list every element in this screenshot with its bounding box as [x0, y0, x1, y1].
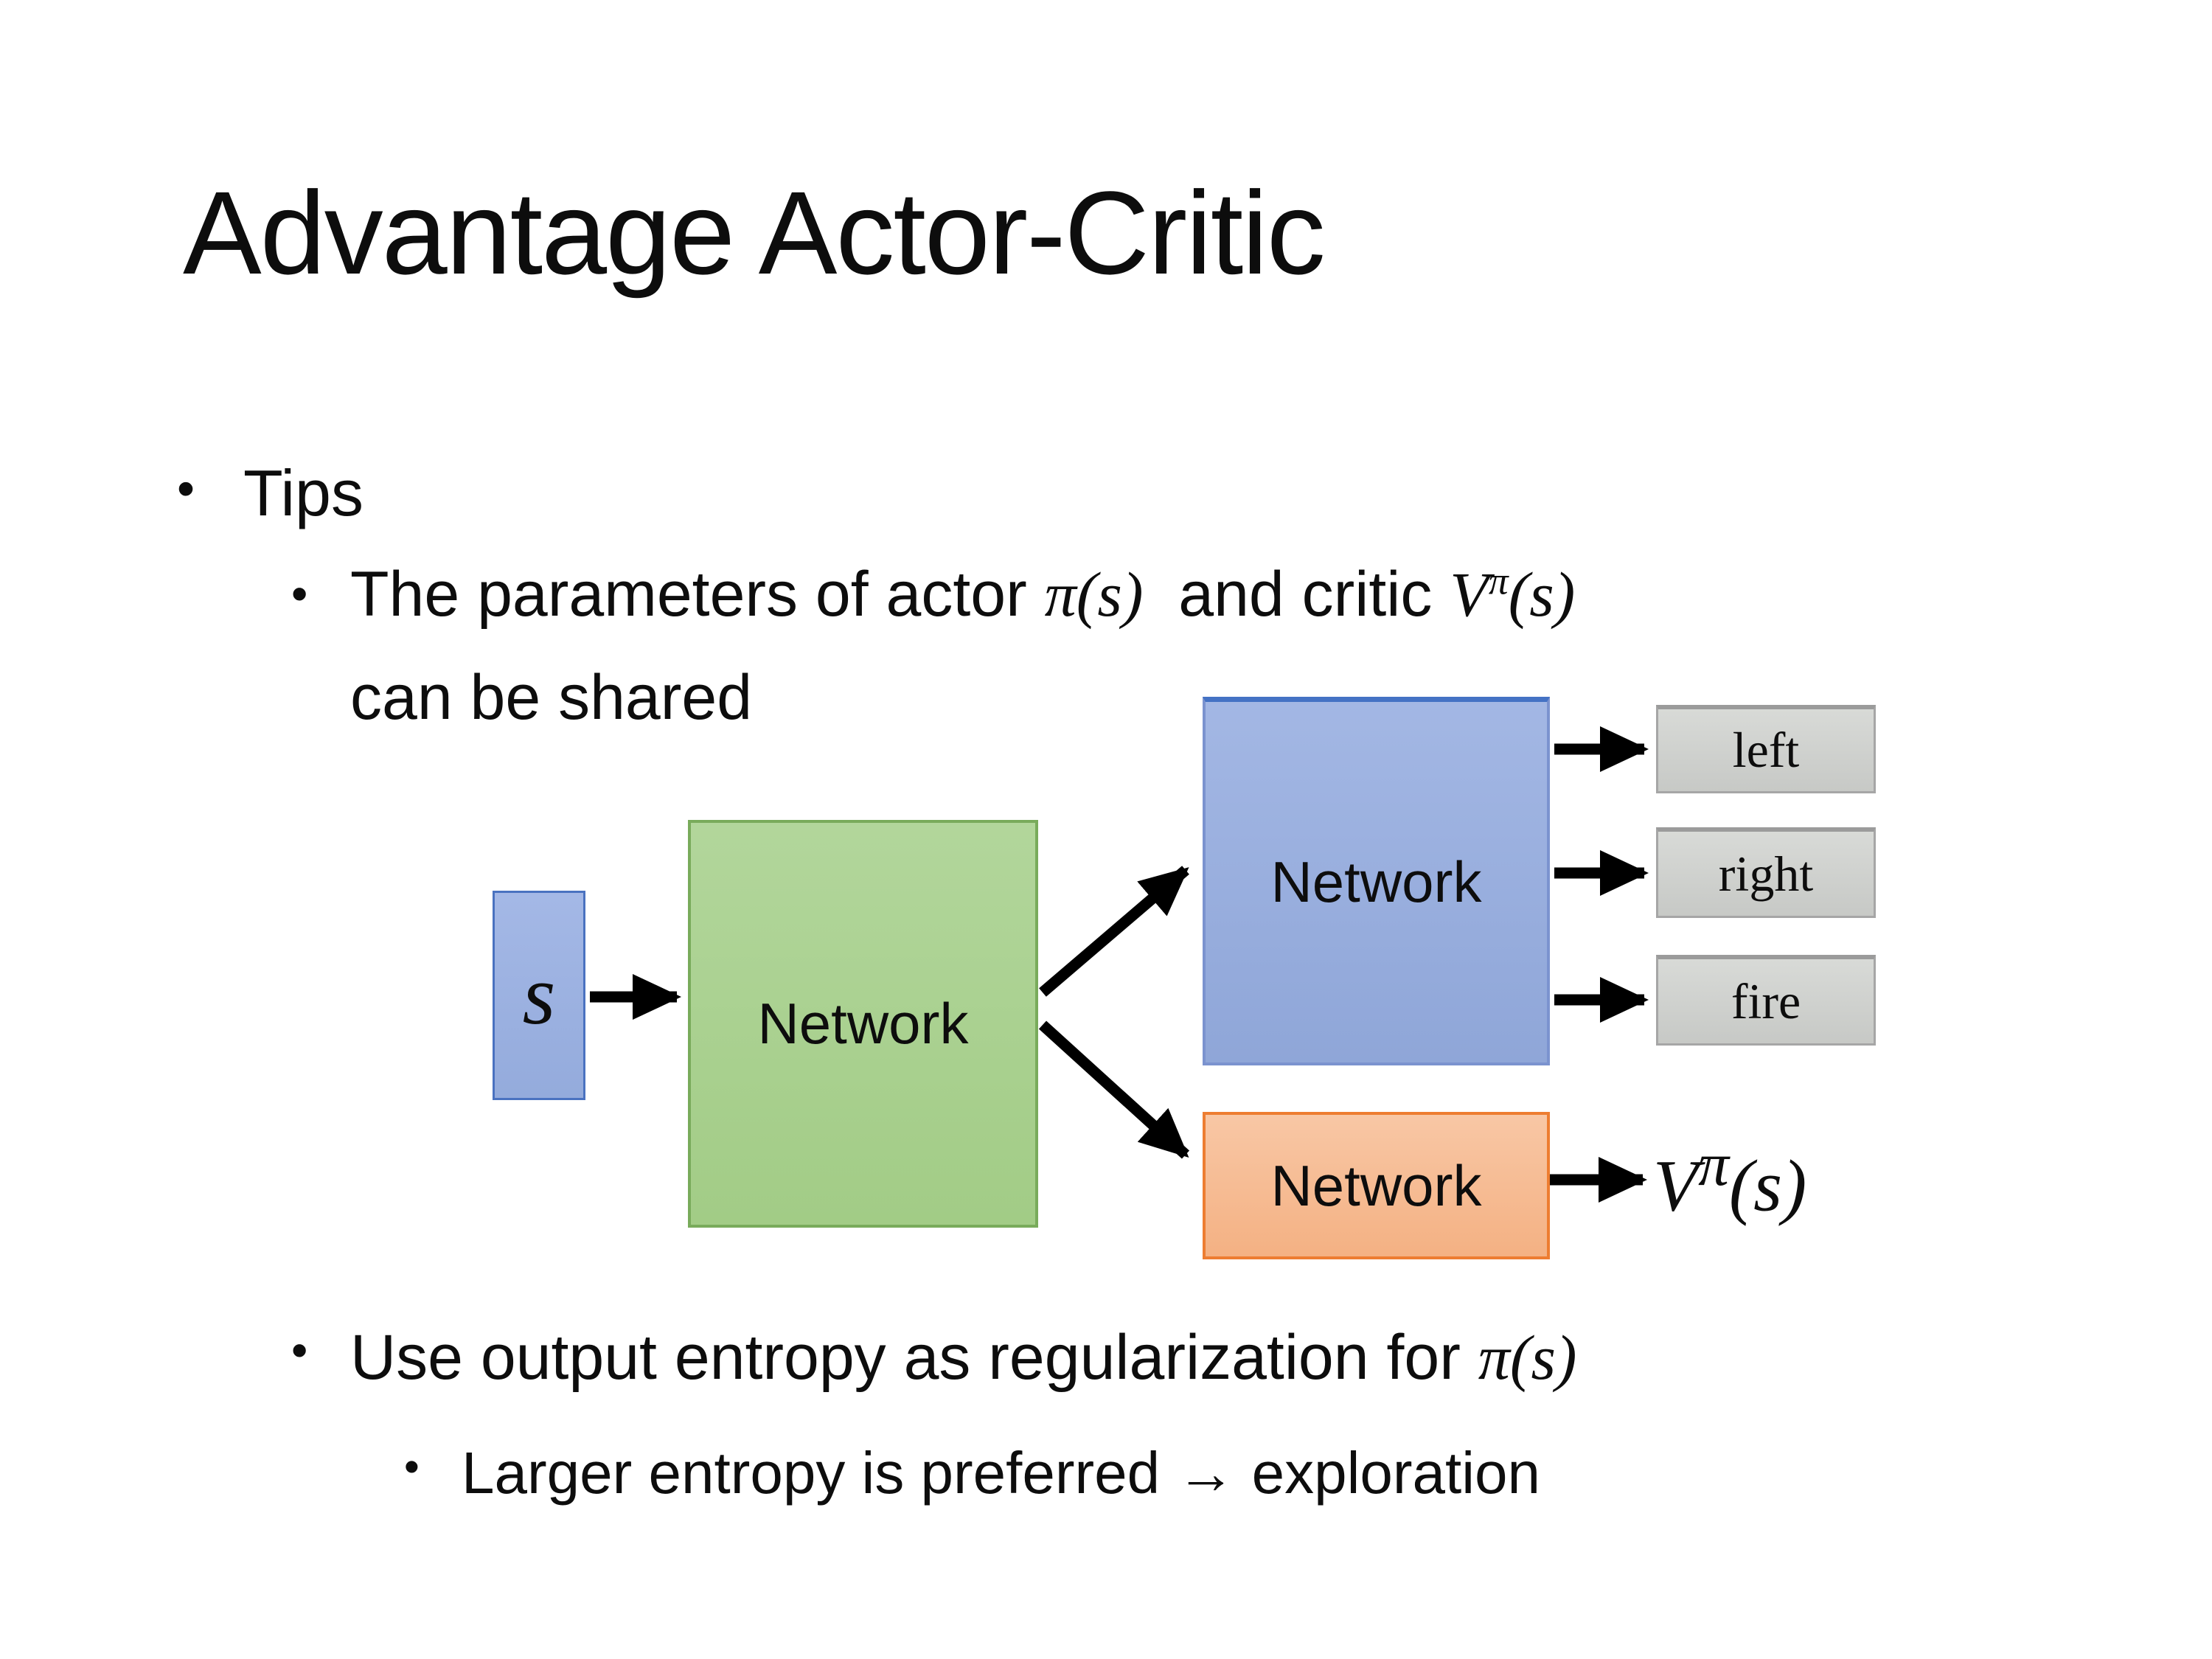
- shared-network-box: Network: [688, 820, 1038, 1228]
- critic-output-base: V: [1653, 1144, 1699, 1227]
- action-box-right: right: [1656, 827, 1876, 918]
- bullet-larger-entropy: • Larger entropy is preferred → explorat…: [404, 1436, 1540, 1510]
- actor-network-box: Network: [1203, 697, 1550, 1065]
- text-entropy-before: Use output entropy as regularization for: [350, 1322, 1478, 1393]
- tips-label: Tips: [243, 456, 364, 529]
- action-fire-label: fire: [1731, 973, 1801, 1029]
- bullet-tips: • Tips: [177, 454, 364, 532]
- policy-math: π(s): [1478, 1322, 1577, 1393]
- critic-output-sup: π: [1698, 1131, 1729, 1199]
- page-title: Advantage Actor-Critic: [183, 167, 1326, 299]
- bullet-dot-icon: •: [177, 460, 195, 517]
- critic-network-box: Network: [1203, 1112, 1550, 1259]
- critic-value-math: Vπ(s): [1450, 559, 1575, 630]
- critic-output-arg: (s): [1728, 1144, 1807, 1227]
- bullet-dot-icon: •: [404, 1441, 420, 1491]
- parameters-line2: can be shared: [350, 662, 753, 733]
- action-box-left: left: [1656, 705, 1876, 793]
- critic-network-label: Network: [1270, 1152, 1482, 1218]
- critic-value-arg: (s): [1508, 559, 1576, 630]
- state-input-box: s: [493, 891, 585, 1100]
- shared-network-label: Network: [757, 991, 969, 1056]
- bullet-dot-icon: •: [291, 568, 308, 620]
- bullet-entropy-regularization: • Use output entropy as regularization f…: [291, 1318, 1577, 1398]
- bullet-parameters-shared: • The parameters of actor π(s) and criti…: [291, 543, 1575, 749]
- larger-entropy-text: Larger entropy is preferred → exploratio…: [462, 1440, 1540, 1506]
- parameters-shared-text: The parameters of actor π(s) and critic …: [350, 543, 1575, 749]
- action-right-label: right: [1718, 845, 1814, 902]
- bullet-dot-icon: •: [291, 1324, 308, 1377]
- arrow-shared-to-critic: [1038, 1020, 1190, 1159]
- action-box-fire: fire: [1656, 955, 1876, 1046]
- state-label: s: [522, 948, 556, 1042]
- actor-network-label: Network: [1270, 849, 1482, 914]
- entropy-regularization-text: Use output entropy as regularization for…: [350, 1318, 1577, 1398]
- actor-policy-math: π(s): [1044, 559, 1144, 630]
- text-and-critic: and critic: [1143, 559, 1450, 630]
- text-before-actor: The parameters of actor: [350, 559, 1045, 630]
- action-left-label: left: [1732, 722, 1800, 778]
- critic-value-base: V: [1450, 559, 1489, 630]
- critic-value-sup: π: [1488, 558, 1509, 603]
- arrow-shared-to-actor: [1039, 866, 1189, 997]
- critic-output-math: Vπ(s): [1653, 1130, 1806, 1228]
- parameters-line1: The parameters of actor π(s) and critic …: [350, 559, 1575, 630]
